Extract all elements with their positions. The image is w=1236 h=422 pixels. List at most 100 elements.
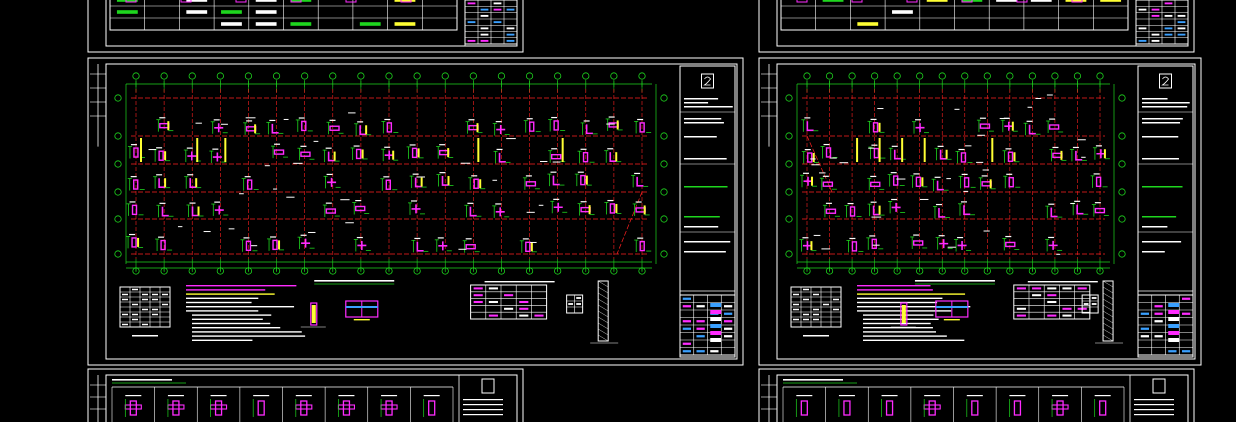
axis-bubble-right bbox=[660, 250, 668, 258]
plan-annotation bbox=[872, 244, 880, 246]
title-text-line bbox=[1142, 122, 1181, 124]
plan-annotation bbox=[203, 231, 211, 233]
table-cell-text bbox=[152, 308, 158, 311]
schedule-column-glyph bbox=[129, 400, 137, 416]
column-highlight bbox=[420, 177, 423, 187]
column-outline bbox=[870, 181, 881, 188]
general-note-line bbox=[186, 301, 252, 304]
column-highlight bbox=[476, 123, 479, 133]
column-outline bbox=[187, 151, 197, 161]
axis-bubble-top bbox=[871, 72, 879, 80]
axis-bubble-right bbox=[660, 160, 668, 168]
table-cell-text bbox=[480, 39, 489, 42]
column-label bbox=[891, 145, 898, 147]
column-outline bbox=[384, 150, 394, 160]
table-cell-text bbox=[255, 22, 277, 26]
column-label bbox=[325, 202, 332, 204]
plan-annotation bbox=[538, 204, 544, 206]
schedule-title bbox=[484, 281, 555, 283]
column-highlight bbox=[921, 177, 924, 187]
table-cell-text bbox=[813, 293, 819, 296]
column-label bbox=[439, 144, 446, 146]
table-cell-text bbox=[221, 22, 242, 26]
sign-mark bbox=[1168, 331, 1180, 335]
column-outline bbox=[915, 123, 925, 133]
table-cell-text bbox=[1138, 39, 1147, 42]
axis-bubble-left bbox=[785, 188, 793, 196]
table-cell-text bbox=[122, 313, 128, 316]
general-note-line bbox=[857, 301, 938, 304]
column-section bbox=[867, 118, 885, 134]
column-section bbox=[209, 148, 227, 164]
title-block-frame bbox=[679, 65, 736, 358]
column-schedule bbox=[470, 281, 555, 320]
sheet-main-right bbox=[758, 57, 1202, 366]
table-cell-text bbox=[1151, 8, 1160, 11]
axis-bubble-top bbox=[638, 72, 646, 80]
title-text-line bbox=[463, 404, 503, 406]
axis-bubble-top bbox=[582, 72, 590, 80]
axis-bubble-top bbox=[803, 72, 811, 80]
column-label bbox=[634, 172, 641, 175]
column-outline bbox=[327, 151, 335, 162]
table-cell-text bbox=[132, 303, 138, 306]
schedule-column-glyph bbox=[235, 0, 247, 3]
table-cell-text bbox=[1032, 294, 1042, 297]
table-cell-text bbox=[1177, 27, 1186, 30]
plan-annotation bbox=[251, 245, 258, 247]
sheet-bottom-left bbox=[87, 368, 524, 422]
title-text-line bbox=[684, 158, 727, 160]
column-section bbox=[240, 237, 258, 252]
column-label bbox=[244, 176, 251, 178]
column-outline bbox=[301, 238, 311, 248]
column-section bbox=[352, 199, 370, 215]
plan-annotation bbox=[868, 147, 875, 149]
plan-annotation bbox=[526, 211, 535, 213]
table-cell-text bbox=[122, 298, 128, 301]
column-section bbox=[574, 171, 592, 187]
column-highlight bbox=[615, 203, 618, 213]
general-note-line bbox=[863, 314, 934, 316]
table-cell-text bbox=[488, 314, 498, 317]
column-section bbox=[464, 202, 482, 218]
plan-annotation bbox=[830, 157, 837, 159]
axis-bubble-top bbox=[385, 72, 393, 80]
grid-axis-d bbox=[616, 191, 643, 255]
column-label bbox=[130, 176, 137, 178]
column-outline bbox=[160, 239, 166, 251]
schedule-column-glyph bbox=[124, 404, 142, 410]
column-label bbox=[326, 173, 333, 176]
schedule-column-glyph bbox=[257, 400, 265, 416]
column-label bbox=[212, 148, 219, 150]
axis-bubble-left bbox=[785, 94, 793, 102]
column-section bbox=[631, 172, 649, 188]
general-note-line bbox=[863, 331, 936, 333]
axis-bubble-top bbox=[938, 72, 946, 80]
schedule-label bbox=[381, 395, 398, 397]
plan-annotation bbox=[1077, 139, 1086, 141]
schedule-column-glyph bbox=[906, 0, 918, 3]
table-cell-text bbox=[1164, 33, 1173, 36]
column-outline bbox=[979, 123, 991, 129]
plan-annotation bbox=[286, 196, 295, 198]
column-label bbox=[553, 198, 560, 200]
plan-annotation bbox=[340, 199, 350, 201]
sheet-inner-border bbox=[776, 374, 1189, 422]
column-label bbox=[130, 144, 137, 146]
column-section bbox=[580, 120, 598, 135]
column-outline bbox=[938, 207, 946, 218]
plan-annotation bbox=[919, 198, 929, 200]
column-section bbox=[1023, 120, 1041, 136]
axis-bubble-top bbox=[893, 72, 901, 80]
column-section bbox=[819, 175, 837, 191]
column-section bbox=[868, 144, 886, 160]
table-cell-text bbox=[519, 307, 529, 310]
schedule-column-glyph bbox=[796, 0, 808, 3]
column-outline bbox=[465, 244, 476, 250]
column-section bbox=[888, 145, 906, 161]
column-label bbox=[825, 202, 832, 204]
table-cell-text bbox=[1140, 335, 1149, 338]
column-outline bbox=[960, 152, 967, 163]
column-outline bbox=[1050, 207, 1058, 218]
column-section bbox=[955, 148, 973, 164]
